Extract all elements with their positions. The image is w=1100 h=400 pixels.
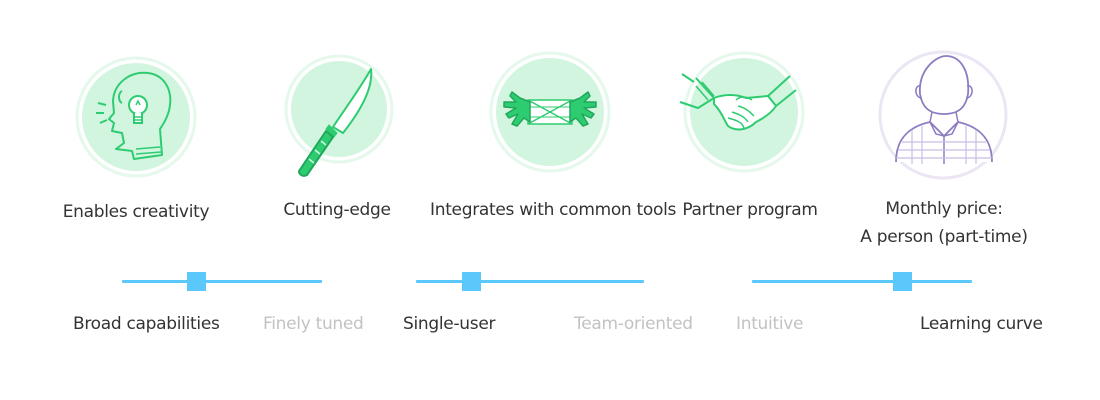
slider-handle[interactable] bbox=[892, 272, 912, 291]
feature-label: Monthly price: A person (part-time) bbox=[860, 199, 1028, 247]
slider-left-label: Broad capabilities bbox=[73, 314, 220, 334]
slider-right-label: Finely tuned bbox=[263, 314, 364, 334]
person-icon bbox=[878, 50, 1008, 180]
slider-single-user-vs-team-oriented[interactable] bbox=[416, 272, 644, 292]
slider-intuitive-vs-learning-curve[interactable] bbox=[752, 272, 972, 292]
feature-label: Integrates with common tools bbox=[430, 200, 677, 220]
slider-track[interactable] bbox=[122, 280, 322, 283]
feature-label: Partner program bbox=[682, 200, 818, 220]
knife-icon bbox=[284, 54, 394, 177]
slider-left-label: Intuitive bbox=[736, 314, 804, 334]
head-lightbulb-icon bbox=[75, 56, 197, 178]
slider-handle[interactable] bbox=[187, 272, 206, 291]
slider-right-label: Learning curve bbox=[920, 314, 1043, 334]
slider-right-label: Team-oriented bbox=[574, 314, 693, 334]
feature-label: Enables creativity bbox=[62, 202, 210, 222]
hands-connecting-icon bbox=[489, 51, 611, 173]
slider-left-label: Single-user bbox=[403, 314, 496, 334]
slider-track[interactable] bbox=[416, 280, 644, 283]
slider-broad-vs-finely-tuned[interactable] bbox=[122, 272, 322, 292]
handshake-icon bbox=[679, 51, 805, 173]
slider-handle[interactable] bbox=[461, 272, 481, 291]
slider-track[interactable] bbox=[752, 280, 972, 283]
feature-label: Cutting-edge bbox=[283, 200, 391, 220]
